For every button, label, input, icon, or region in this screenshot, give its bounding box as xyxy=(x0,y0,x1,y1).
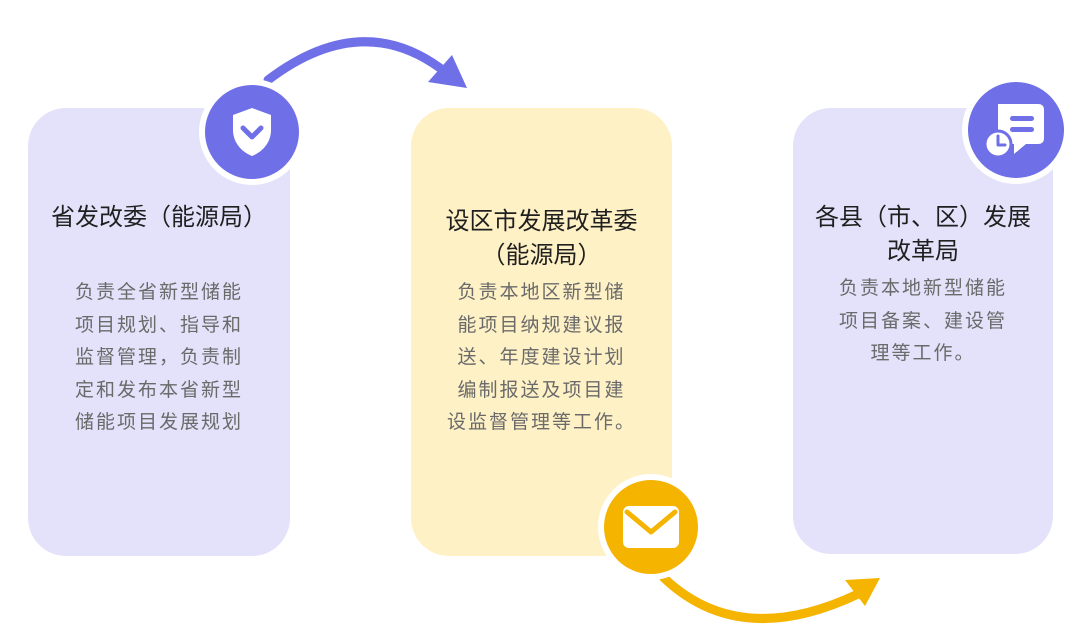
description-line: 能项目纳规建议报 xyxy=(457,313,626,336)
description-line: 设监督管理等工作。 xyxy=(446,411,636,433)
arrow-2-to-3 xyxy=(659,573,863,623)
description-line: 储能项目发展规划 xyxy=(74,411,243,433)
description-line: 监督管理，负责制 xyxy=(74,346,243,368)
description-line: 负责全省新型储能 xyxy=(74,281,243,303)
shield-badge xyxy=(199,79,305,185)
description-line: 理等工作。 xyxy=(870,342,976,364)
arrow-1-to-2 xyxy=(263,37,445,85)
description-line: 编制报送及项目建 xyxy=(457,378,626,401)
description-line: 项目备案、建设管 xyxy=(838,309,1007,332)
card-description: 负责本地新型储能 项目备案、建设管 理等工作。 xyxy=(793,272,1053,370)
arrow-1-head xyxy=(428,55,467,88)
chat-clock-icon xyxy=(984,104,1044,159)
card-title: 各县（市、区）发展 改革局 xyxy=(815,203,1031,265)
chat-badge xyxy=(962,76,1070,184)
description-line: 负责本地新型储能 xyxy=(838,277,1007,299)
description-line: 定和发布本省新型 xyxy=(74,378,243,401)
envelope-badge xyxy=(598,474,704,580)
card-description: 负责全省新型储能 项目规划、指导和 监督管理，负责制 定和发布本省新型 储能项目… xyxy=(28,276,290,439)
description-line: 送、年度建设计划 xyxy=(457,346,626,368)
card-title: 设区市发展改革委 （能源局） xyxy=(445,207,638,269)
arrow-2-head xyxy=(845,578,880,606)
description-line: 负责本地区新型储 xyxy=(457,281,626,303)
card-title: 省发改委（能源局） xyxy=(51,203,267,231)
shield-check-icon xyxy=(233,108,271,156)
card-description: 负责本地区新型储 能项目纳规建议报 送、年度建设计划 编制报送及项目建 设监督管… xyxy=(411,276,672,439)
description-line: 项目规划、指导和 xyxy=(74,313,243,336)
envelope-icon xyxy=(623,506,679,548)
